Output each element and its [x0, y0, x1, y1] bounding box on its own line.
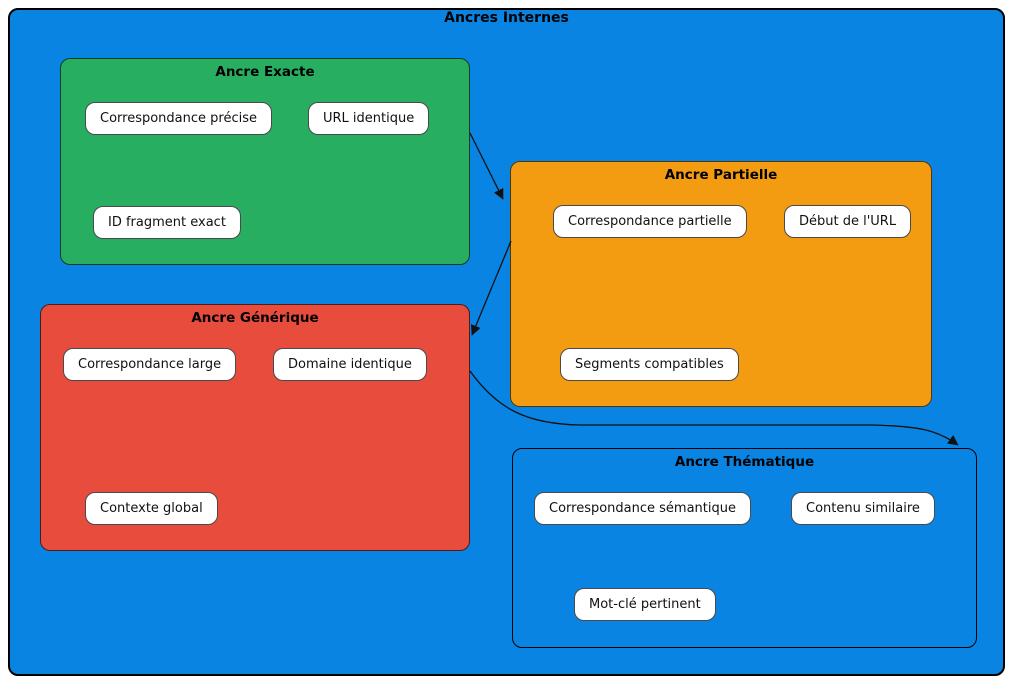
node-correspondance-large: Correspondance large: [63, 348, 237, 381]
node-contexte-global: Contexte global: [85, 492, 218, 525]
node-debut-de-l-url: Début de l'URL: [784, 205, 912, 238]
node-correspondance-precise: Correspondance précise: [85, 102, 272, 135]
node-correspondance-partielle: Correspondance partielle: [553, 205, 747, 238]
node-domaine-identique: Domaine identique: [273, 348, 427, 381]
group-title-ancre-exacte: Ancre Exacte: [215, 64, 315, 80]
group-ancre-generique: Ancre Générique: [40, 304, 470, 551]
group-title-ancre-partielle: Ancre Partielle: [664, 167, 778, 183]
group-title-ancre-thematique: Ancre Thématique: [674, 454, 815, 470]
node-contenu-similaire: Contenu similaire: [791, 492, 935, 525]
node-id-fragment-exact: ID fragment exact: [93, 206, 241, 239]
group-title-ancre-generique: Ancre Générique: [191, 310, 319, 326]
diagram-title: Ancres Internes: [444, 10, 569, 26]
node-correspondance-semantique: Correspondance sémantique: [534, 492, 751, 525]
node-segments-compatibles: Segments compatibles: [560, 348, 739, 381]
node-mot-cle-pertinent: Mot-clé pertinent: [574, 588, 716, 621]
node-url-identique: URL identique: [308, 102, 430, 135]
